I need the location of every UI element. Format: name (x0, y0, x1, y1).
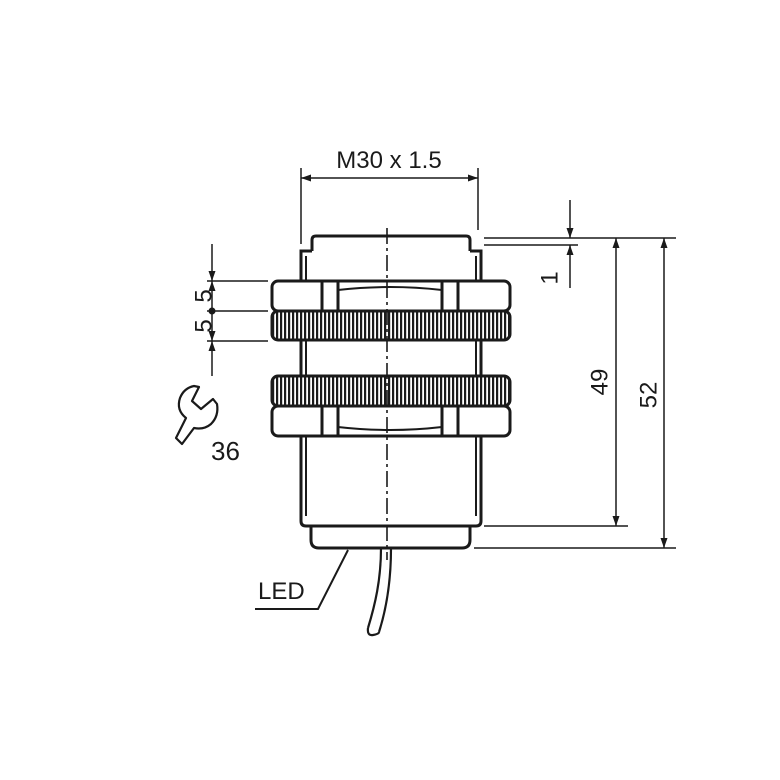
nut-height-top-label: 5 (190, 289, 217, 302)
lower-nut (270, 374, 512, 438)
upper-nut (270, 279, 512, 342)
thread-label: M30 x 1.5 (336, 147, 441, 174)
led-label: LED (258, 578, 305, 605)
body-length-label: 49 (586, 369, 613, 396)
cable (366, 547, 393, 637)
total-length-dimension: 52 (474, 238, 676, 549)
upper-nut-knurl (270, 309, 512, 342)
nut-height-bottom-label: 5 (190, 319, 217, 332)
threaded-housing (299, 249, 483, 528)
collar-offset-label: 1 (536, 271, 563, 284)
collar-offset-dimension: 1 (484, 200, 676, 288)
thread-dimension: M30 x 1.5 (300, 147, 479, 244)
rear-cap (309, 526, 472, 550)
nut-height-dimension: 5 5 (190, 244, 268, 376)
wrench-size: 36 (174, 384, 240, 466)
wrench-size-label: 36 (211, 436, 240, 466)
lower-nut-knurl (270, 374, 512, 408)
body-length-dimension: 49 (484, 238, 628, 527)
total-length-label: 52 (635, 382, 662, 409)
led-callout: LED (255, 549, 349, 610)
front-collar (310, 234, 472, 251)
wrench-icon (174, 384, 219, 446)
